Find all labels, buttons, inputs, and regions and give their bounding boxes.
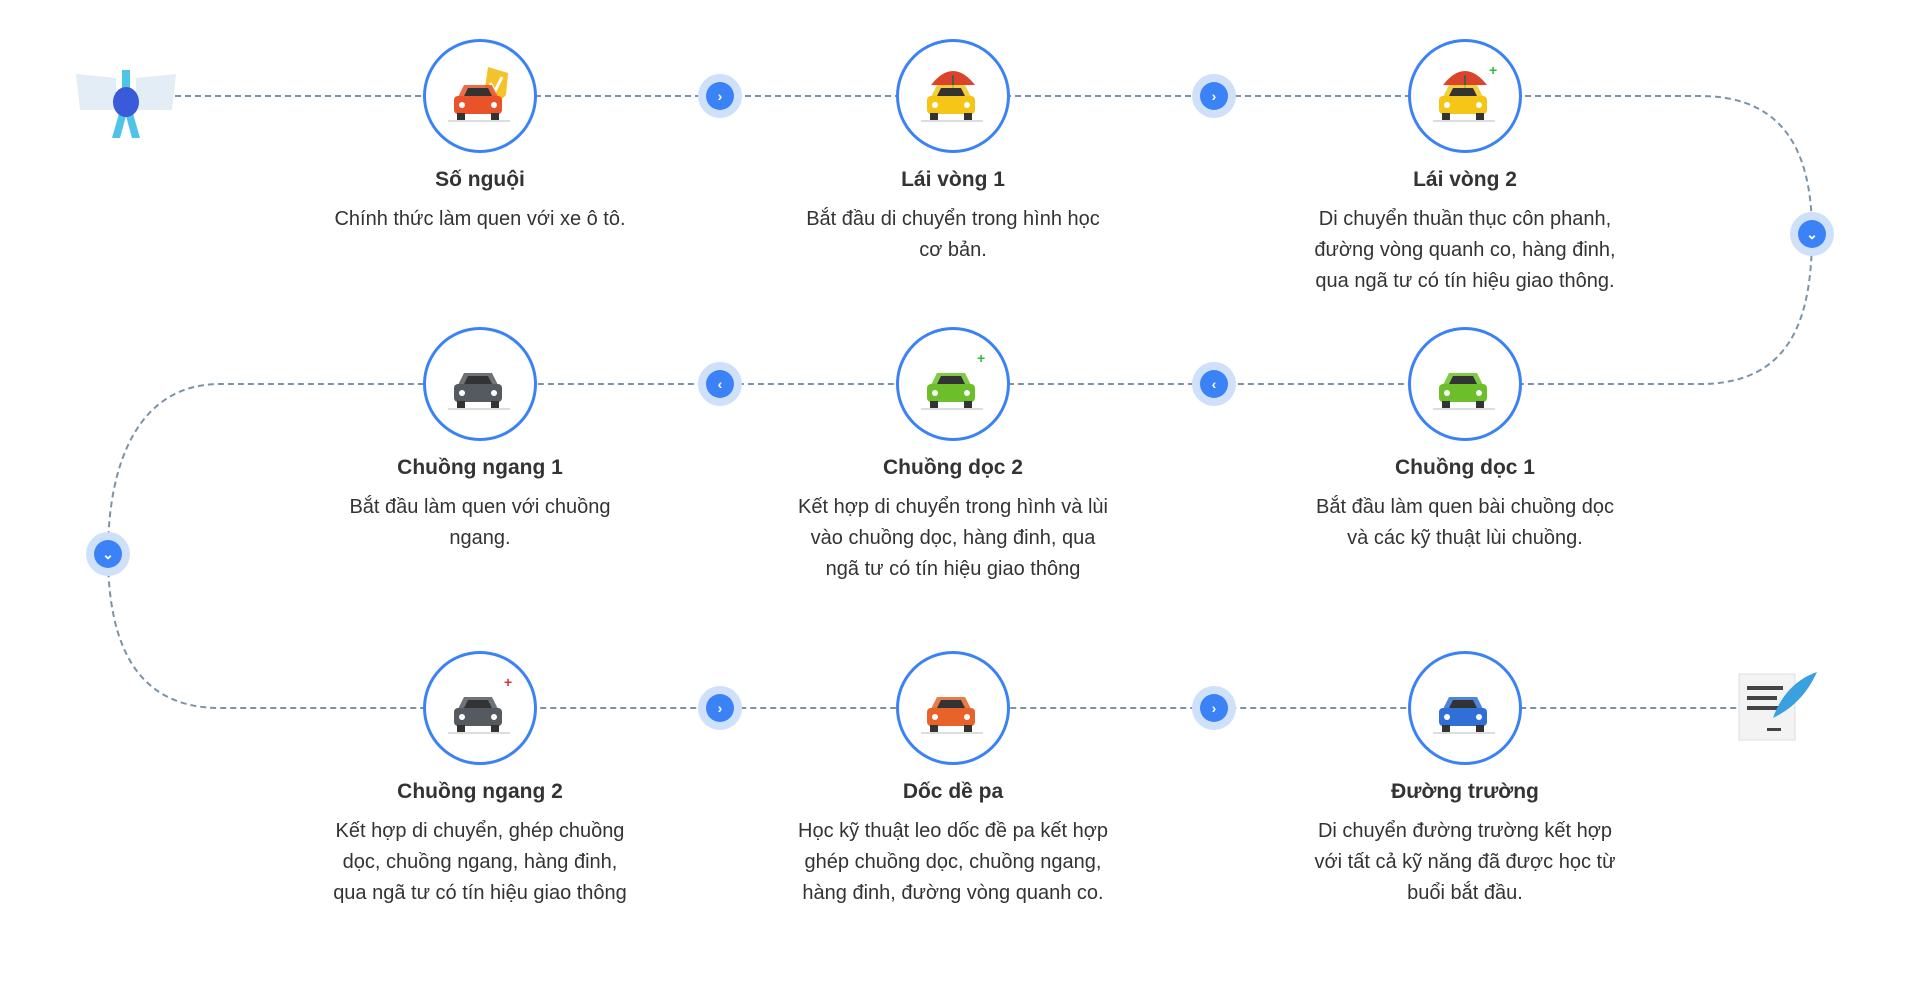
step-description: Chính thức làm quen với xe ô tô. [270,204,690,235]
nav-right-button[interactable]: › [1192,686,1236,730]
nav-left-button[interactable]: ‹ [698,362,742,406]
grey-car-plus-icon: + [444,673,516,744]
step-description-line: qua ngã tư có tín hiệu giao thông. [1315,270,1615,292]
step-description: Di chuyển đường trường kết hợp với tất cả… [1255,816,1675,909]
step-description-line: đường vòng quanh co, hàng đinh, [1314,239,1616,261]
svg-text:+: + [1489,62,1497,78]
chevron-right-icon: › [706,82,734,110]
step-description-line: Kết hợp di chuyển, ghép chuồng [335,820,625,842]
car-shield-icon [444,61,516,132]
green-car-icon [1429,349,1501,420]
car-umbrella-icon [917,61,989,132]
scroll-quill-icon [1733,666,1823,755]
step-title: Chuồng ngang 2 [397,780,563,803]
certificate-ribbon-icon [76,70,176,145]
nav-right-button[interactable]: › [698,686,742,730]
step-description: Bắt đầu làm quen bài chuồng dọc và các kỹ… [1255,492,1675,554]
step-description: Di chuyển thuần thục côn phanh, đường vòn… [1255,204,1675,297]
chevron-left-icon: ‹ [706,370,734,398]
chevron-left-icon: ‹ [1200,370,1228,398]
roadmap-step: Đường trường Di chuyển đường trường kết h… [1255,780,1675,909]
step-description-line: dọc, chuồng ngang, hàng đinh, [342,851,618,873]
step-description: Bắt đầu làm quen với chuồng ngang. [270,492,690,554]
step-description-line: hàng đinh, đường vòng quanh co. [802,882,1104,904]
grey-car-icon [444,349,516,420]
step-description-line: Bắt đầu làm quen với chuồng [349,496,611,518]
nav-left-button[interactable]: ‹ [1192,362,1236,406]
step-icon-circle [423,39,537,153]
nav-down-button[interactable]: ⌄ [1790,212,1834,256]
step-title: Chuồng dọc 2 [883,456,1023,479]
step-description-line: và các kỹ thuật lùi chuồng. [1347,527,1583,549]
nav-down-button[interactable]: ⌄ [86,532,130,576]
step-description-line: buổi bắt đầu. [1407,882,1523,904]
orange-car-icon [917,673,989,744]
step-description-line: Chính thức làm quen với xe ô tô. [334,208,626,230]
chevron-down-icon: ⌄ [94,540,122,568]
svg-text:+: + [977,350,985,366]
step-description-line: vào chuồng dọc, hàng đinh, qua [810,527,1096,549]
step-title: Dốc dề pa [902,780,1004,803]
step-description-line: Di chuyển thuần thục côn phanh, [1318,208,1612,230]
step-description-line: Học kỹ thuật leo dốc đề pa kết hợp [798,820,1108,842]
car-umbrella-plus-icon: + [1429,61,1501,132]
step-icon-circle [896,39,1010,153]
roadmap-step: Lái vòng 1 Bắt đầu di chuyển trong hình h… [743,168,1163,266]
svg-text:+: + [504,674,512,690]
roadmap-step: Chuồng ngang 1 Bắt đầu làm quen với chuồn… [270,456,690,554]
step-title: Đường trường [1391,780,1539,803]
roadmap-step: Chuồng ngang 2 Kết hợp di chuyển, ghép ch… [270,780,690,909]
step-icon-circle: + [423,651,537,765]
step-description-line: cơ bản. [919,239,987,261]
step-description-line: ngang. [449,527,511,549]
chevron-right-icon: › [1200,694,1228,722]
roadmap-step: Chuồng dọc 1 Bắt đầu làm quen bài chuồng … [1255,456,1675,554]
step-description-line: với tất cả kỹ năng đã được học từ [1314,851,1616,873]
step-icon-circle: + [896,327,1010,441]
step-description-line: Bắt đầu làm quen bài chuồng dọc [1316,496,1614,518]
step-icon-circle [423,327,537,441]
step-description-line: Di chuyển đường trường kết hợp [1317,820,1613,842]
blue-car-icon [1429,673,1501,744]
step-icon-circle [1408,327,1522,441]
step-description-line: Bắt đầu di chuyển trong hình học [806,208,1100,230]
green-car-plus-icon: + [917,349,989,420]
roadmap-step: Chuồng dọc 2 Kết hợp di chuyển trong hình… [743,456,1163,585]
roadmap-step: Lái vòng 2 Di chuyển thuần thục côn phanh… [1255,168,1675,297]
step-title: Lái vòng 1 [901,168,1005,191]
chevron-right-icon: › [1200,82,1228,110]
step-description: Kết hợp di chuyển, ghép chuồng dọc, chuồn… [270,816,690,909]
nav-right-button[interactable]: › [698,74,742,118]
step-icon-circle [1408,651,1522,765]
step-icon-circle: + [1408,39,1522,153]
step-description-line: ngã tư có tín hiệu giao thông [825,558,1081,580]
chevron-right-icon: › [706,694,734,722]
step-icon-circle [896,651,1010,765]
chevron-down-icon: ⌄ [1798,220,1826,248]
step-description: Kết hợp di chuyển trong hình và lùi vào c… [743,492,1163,585]
step-description-line: ghép chuồng dọc, chuồng ngang, [804,851,1102,873]
step-title: Số nguội [435,168,525,191]
step-description: Học kỹ thuật leo dốc đề pa kết hợp ghép c… [743,816,1163,909]
step-description-line: Kết hợp di chuyển trong hình và lùi [798,496,1108,518]
step-title: Chuồng dọc 1 [1395,456,1535,479]
roadmap-step: Dốc dề pa Học kỹ thuật leo dốc đề pa kết … [743,780,1163,909]
step-title: Chuồng ngang 1 [397,456,563,479]
step-description: Bắt đầu di chuyển trong hình học cơ bản. [743,204,1163,266]
nav-right-button[interactable]: › [1192,74,1236,118]
step-description-line: qua ngã tư có tín hiệu giao thông [333,882,627,904]
step-title: Lái vòng 2 [1413,168,1517,191]
